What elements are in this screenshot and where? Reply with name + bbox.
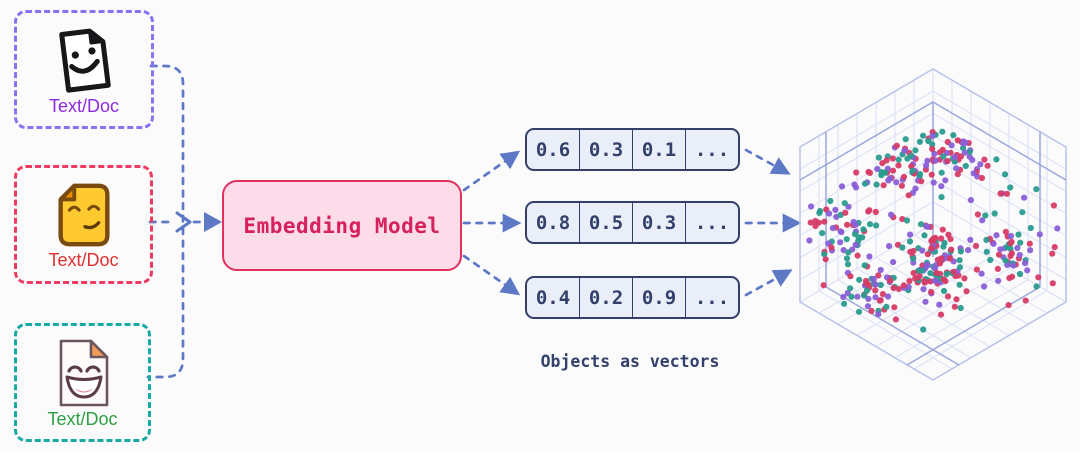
vector-cell: 0.3	[580, 130, 633, 169]
smiley-doc-icon	[59, 28, 111, 93]
smirk-doc-icon	[57, 183, 110, 247]
scatter-dots	[806, 128, 1061, 333]
embedding-model-box: Embedding Model	[222, 180, 462, 271]
vector-cell: 0.6	[527, 130, 580, 169]
vector-row-1: 0.6 0.3 0.1 ...	[525, 128, 740, 171]
source-label: Text/Doc	[47, 409, 118, 429]
source-box-textdoc-2: Text/Doc	[14, 165, 153, 284]
connector-model-to-vector-3	[462, 254, 521, 296]
vector-cell: ...	[694, 211, 730, 234]
laughing-doc-icon	[59, 339, 108, 407]
vector-cell: 0.8	[527, 203, 580, 242]
vector-cell: 0.9	[633, 278, 686, 317]
vector-cell: ...	[694, 138, 730, 161]
vector-cell: ...	[694, 286, 730, 309]
connector-model-to-vector-1	[462, 150, 521, 192]
vectors-caption: Objects as vectors	[540, 352, 720, 371]
source-label: Text/Doc	[48, 96, 120, 116]
vector-cell: 0.2	[580, 278, 633, 317]
vector-row-2: 0.8 0.5 0.3 ...	[525, 201, 740, 244]
arrowhead-into-model	[204, 212, 222, 232]
vector-cell: 0.1	[633, 130, 686, 169]
embedding-model-label: Embedding Model	[243, 213, 441, 238]
source-box-textdoc-3: Text/Doc	[14, 323, 151, 442]
source-box-textdoc-1: Text/Doc	[14, 10, 154, 129]
connector-merge-chevron	[175, 211, 192, 233]
vector-cell: 0.3	[633, 203, 686, 242]
scatter-plot-3d	[799, 68, 1067, 381]
source-label: Text/Doc	[48, 250, 119, 270]
scatter-grid	[799, 68, 1067, 381]
vector-cell: 0.4	[527, 278, 580, 317]
vector-row-3: 0.4 0.2 0.9 ...	[525, 276, 740, 319]
vector-cell: 0.5	[580, 203, 633, 242]
